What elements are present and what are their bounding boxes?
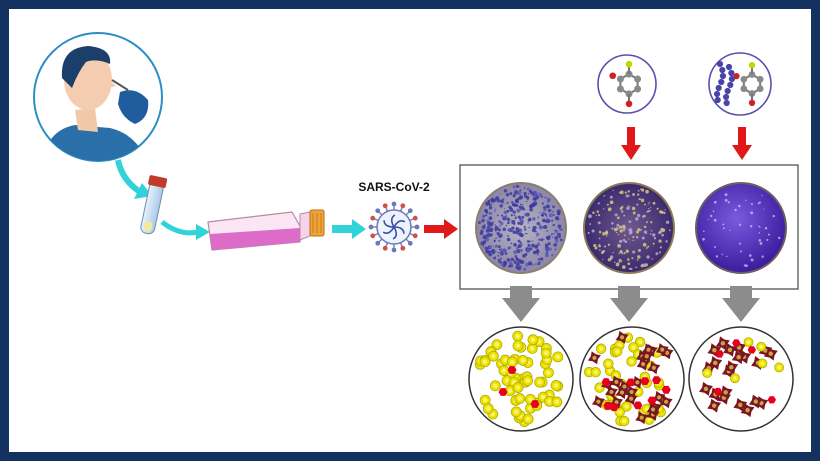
teal-arrow-3	[332, 225, 354, 233]
sample-tube-icon	[140, 175, 168, 235]
gray-arrow-3	[722, 286, 760, 322]
virus-particle-icon	[368, 201, 420, 253]
gray-arrow-2	[610, 286, 648, 322]
polymer-molecule-icon	[708, 52, 772, 116]
gray-arrow-1	[502, 286, 540, 322]
teal-arrow-1	[115, 159, 142, 195]
red-arrow-main-head	[444, 219, 458, 239]
molecule-icon	[597, 54, 657, 114]
culture-flask-icon	[207, 209, 325, 251]
virus-label: SARS-CoV-2	[358, 180, 430, 194]
plaque-dish-control	[475, 182, 567, 274]
plaque-dish-compound	[583, 182, 675, 274]
plaque-dish-polymer	[695, 182, 787, 274]
cell-population-control	[468, 326, 574, 432]
cell-population-compound	[579, 326, 685, 432]
red-arrow-down-2-head	[732, 145, 752, 160]
teal-arrow-head-2	[196, 224, 210, 240]
cell-population-polymer	[688, 326, 794, 432]
red-arrow-down-1-head	[621, 145, 641, 160]
red-arrow-main	[424, 225, 446, 233]
teal-arrow-2	[160, 219, 199, 236]
teal-arrow-head-3	[352, 219, 366, 239]
red-arrow-down-1	[627, 127, 635, 147]
red-arrow-down-2	[738, 127, 746, 147]
person-nasal-swab-icon	[33, 32, 163, 162]
